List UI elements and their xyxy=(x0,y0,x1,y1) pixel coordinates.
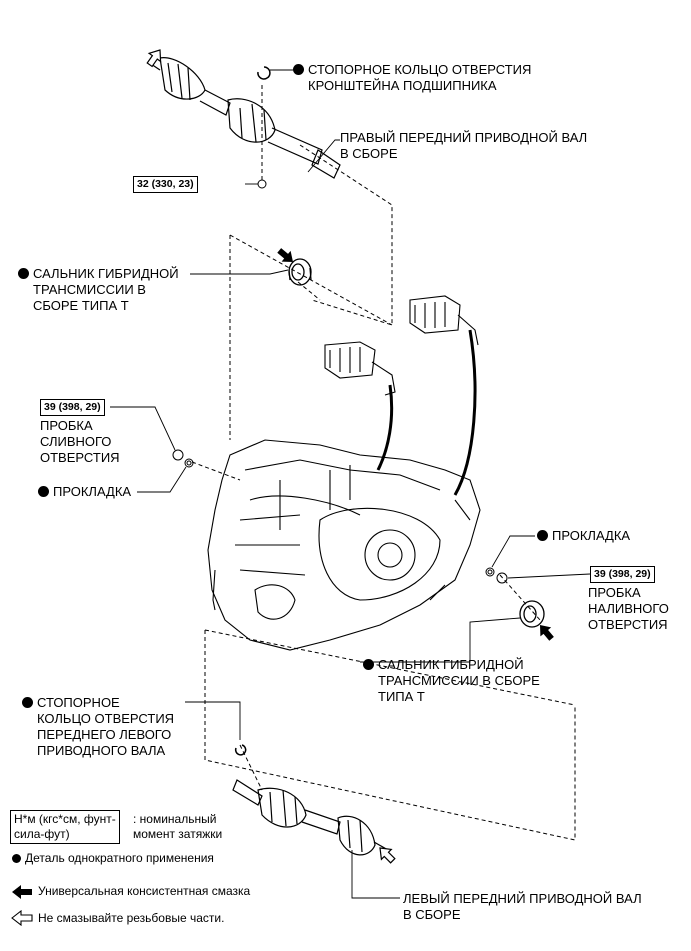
snap-ring-bearing-label: СТОПОРНОЕ КОЛЬЦО ОТВЕРСТИЯ КРОНШТЕЙНА ПО… xyxy=(293,62,531,94)
torque-fill-box: 39 (398, 29) xyxy=(590,566,655,583)
legend-unit-desc: : номинальный момент затяжки xyxy=(133,812,223,841)
seal-lower-label: САЛЬНИК ГИБРИДНОЙ ТРАНСМИССИИ В СБОРЕ ТИ… xyxy=(363,657,540,705)
drain-plug-label: ПРОБКА СЛИВНОГО ОТВЕРСТИЯ xyxy=(40,418,120,465)
fill-plug-label: ПРОБКА НАЛИВНОГО ОТВЕРСТИЯ xyxy=(588,585,669,632)
seal-lower xyxy=(519,600,545,628)
gasket-right-label: ПРОКЛАДКА xyxy=(537,528,630,544)
non-reusable-bullet-icon xyxy=(38,486,49,497)
grease-arrow-upper-seal-icon xyxy=(277,248,293,262)
torque-drain-box: 39 (398, 29) xyxy=(40,399,105,416)
snap-ring-lower xyxy=(234,744,247,756)
legend-grease: Универсальная консистентная смазка xyxy=(38,884,251,898)
non-reusable-bullet-icon xyxy=(537,530,548,541)
legend-unit-box: Н*м (кгс*см, фунт- сила-фут) xyxy=(10,810,120,844)
torque-bolt-box: 32 (330, 23) xyxy=(133,176,198,193)
legend-non-reusable: Деталь однократного применения xyxy=(12,851,214,866)
assembly-guide-lines xyxy=(191,85,576,841)
seal-upper-label: САЛЬНИК ГИБРИДНОЙ ТРАНСМИССИИ В СБОРЕ ТИ… xyxy=(18,266,179,314)
left-shaft-label: ЛЕВЫЙ ПЕРЕДНИЙ ПРИВОДНОЙ ВАЛ В СБОРЕ xyxy=(403,891,642,922)
no-grease-arrow-top-icon xyxy=(146,49,162,68)
hybrid-transaxle xyxy=(207,295,481,651)
snap-ring-top xyxy=(257,66,271,80)
seal-upper xyxy=(288,258,312,286)
drain-plug-and-gasket xyxy=(172,449,194,468)
non-reusable-bullet-icon xyxy=(18,268,29,279)
non-reusable-bullet-icon xyxy=(22,697,33,708)
grease-arrow-lower-seal-icon xyxy=(540,625,554,641)
right-shaft-label: ПРАВЫЙ ПЕРЕДНИЙ ПРИВОДНОЙ ВАЛ В СБОРЕ xyxy=(340,130,588,161)
right-drive-shaft xyxy=(147,57,341,179)
gasket-left-label: ПРОКЛАДКА xyxy=(38,484,131,500)
non-reusable-bullet-icon xyxy=(12,854,21,863)
left-drive-shaft xyxy=(232,779,389,856)
non-reusable-bullet-icon xyxy=(293,64,304,75)
leader-lines xyxy=(110,69,591,899)
mounting-bolt xyxy=(257,176,267,189)
grease-arrow-icon xyxy=(12,885,32,899)
non-reusable-bullet-icon xyxy=(363,659,374,670)
fill-plug-and-gasket xyxy=(485,567,508,584)
snap-ring-left-label: СТОПОРНОЕ КОЛЬЦО ОТВЕРСТИЯ ПЕРЕДНЕГО ЛЕВ… xyxy=(22,695,174,759)
legend-no-grease: Не смазывайте резьбовые части. xyxy=(38,911,225,925)
no-grease-arrow-icon xyxy=(11,909,33,927)
no-grease-arrow-bottom-icon xyxy=(379,847,396,864)
